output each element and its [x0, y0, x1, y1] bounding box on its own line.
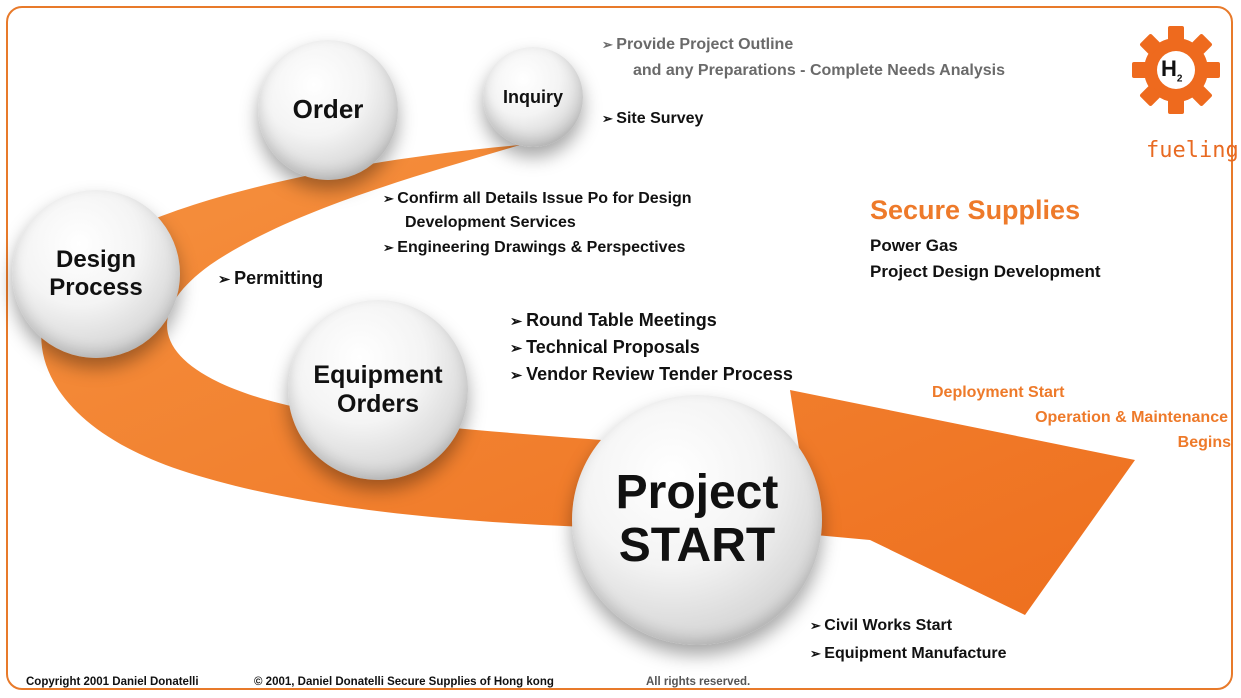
outer-frame	[6, 6, 1233, 690]
footer-notice: © 2001, Daniel Donatelli Secure Supplies…	[254, 676, 554, 688]
equipment-item-1: Round Table Meetings	[510, 310, 717, 331]
logo-symbol: H2	[1161, 56, 1183, 85]
footer-copyright: Copyright 2001 Daniel Donatelli	[26, 676, 199, 688]
order-sphere: Order	[258, 40, 398, 180]
design-process-sphere: Design Process	[12, 190, 180, 358]
order-label: Order	[292, 94, 364, 125]
secure-supplies-title: Secure Supplies	[870, 195, 1081, 225]
secure-line-2: Project Design Development	[870, 262, 1101, 281]
footer-rights: All rights reserved.	[646, 676, 751, 688]
inquiry-item-1: Provide Project Outline	[602, 36, 793, 54]
deployment-line-2: Operation & Maintenance	[1035, 409, 1228, 426]
equipment-label-1: Equipment	[313, 361, 443, 390]
project-item-2: Equipment Manufacture	[810, 645, 1006, 663]
inquiry-sphere: Inquiry	[483, 47, 583, 147]
design-label-2: Process	[49, 274, 143, 301]
equipment-item-3: Vendor Review Tender Process	[510, 364, 793, 385]
equipment-label-2: Orders	[337, 390, 419, 418]
swoosh-body	[41, 145, 1135, 615]
design-item-1: Permitting	[218, 268, 323, 289]
gear-icon	[1132, 26, 1220, 114]
equipment-orders-sphere: Equipment Orders	[288, 300, 468, 480]
order-item-2: Development Services	[405, 214, 576, 231]
secure-line-1: Power Gas	[870, 236, 958, 255]
logo-word: fueling	[1146, 138, 1239, 163]
equipment-item-2: Technical Proposals	[510, 337, 700, 358]
deployment-line-1: Deployment Start	[932, 384, 1065, 401]
inquiry-label: Inquiry	[502, 86, 563, 107]
design-label-1: Design	[55, 246, 136, 274]
project-label-1: Project	[615, 466, 779, 520]
order-item-3: Engineering Drawings & Perspectives	[383, 239, 685, 257]
inquiry-item-2: and any Preparations - Complete Needs An…	[633, 62, 1005, 79]
project-item-1: Civil Works Start	[810, 617, 952, 635]
project-start-sphere: Project START	[572, 395, 822, 645]
project-label-2: START	[618, 519, 776, 572]
order-item-1: Confirm all Details Issue Po for Design	[383, 190, 691, 208]
inquiry-item-3: Site Survey	[602, 110, 703, 128]
deployment-line-3: Begins	[1177, 434, 1231, 451]
